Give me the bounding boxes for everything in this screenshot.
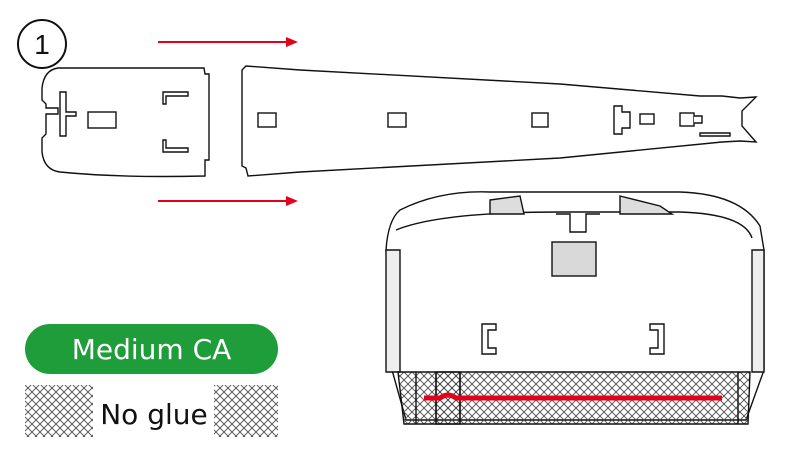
no-glue-label: No glue (100, 397, 208, 431)
medium-ca-legend: Medium CA (25, 324, 278, 374)
medium-ca-label: Medium CA (71, 332, 232, 366)
no-glue-legend: No glue (95, 393, 213, 435)
right-arrow-icon (158, 196, 298, 206)
front-fuselage-part (41, 67, 210, 178)
step-number: 1 (34, 29, 50, 60)
step-number-badge: 1 (17, 19, 67, 69)
no-glue-hatch-right (214, 385, 278, 437)
rear-fuselage-part (241, 65, 758, 177)
glue-line (424, 392, 722, 401)
assembled-fuselage-view (385, 191, 765, 425)
no-glue-hatch-left (25, 385, 93, 437)
right-arrow-icon (158, 37, 298, 47)
